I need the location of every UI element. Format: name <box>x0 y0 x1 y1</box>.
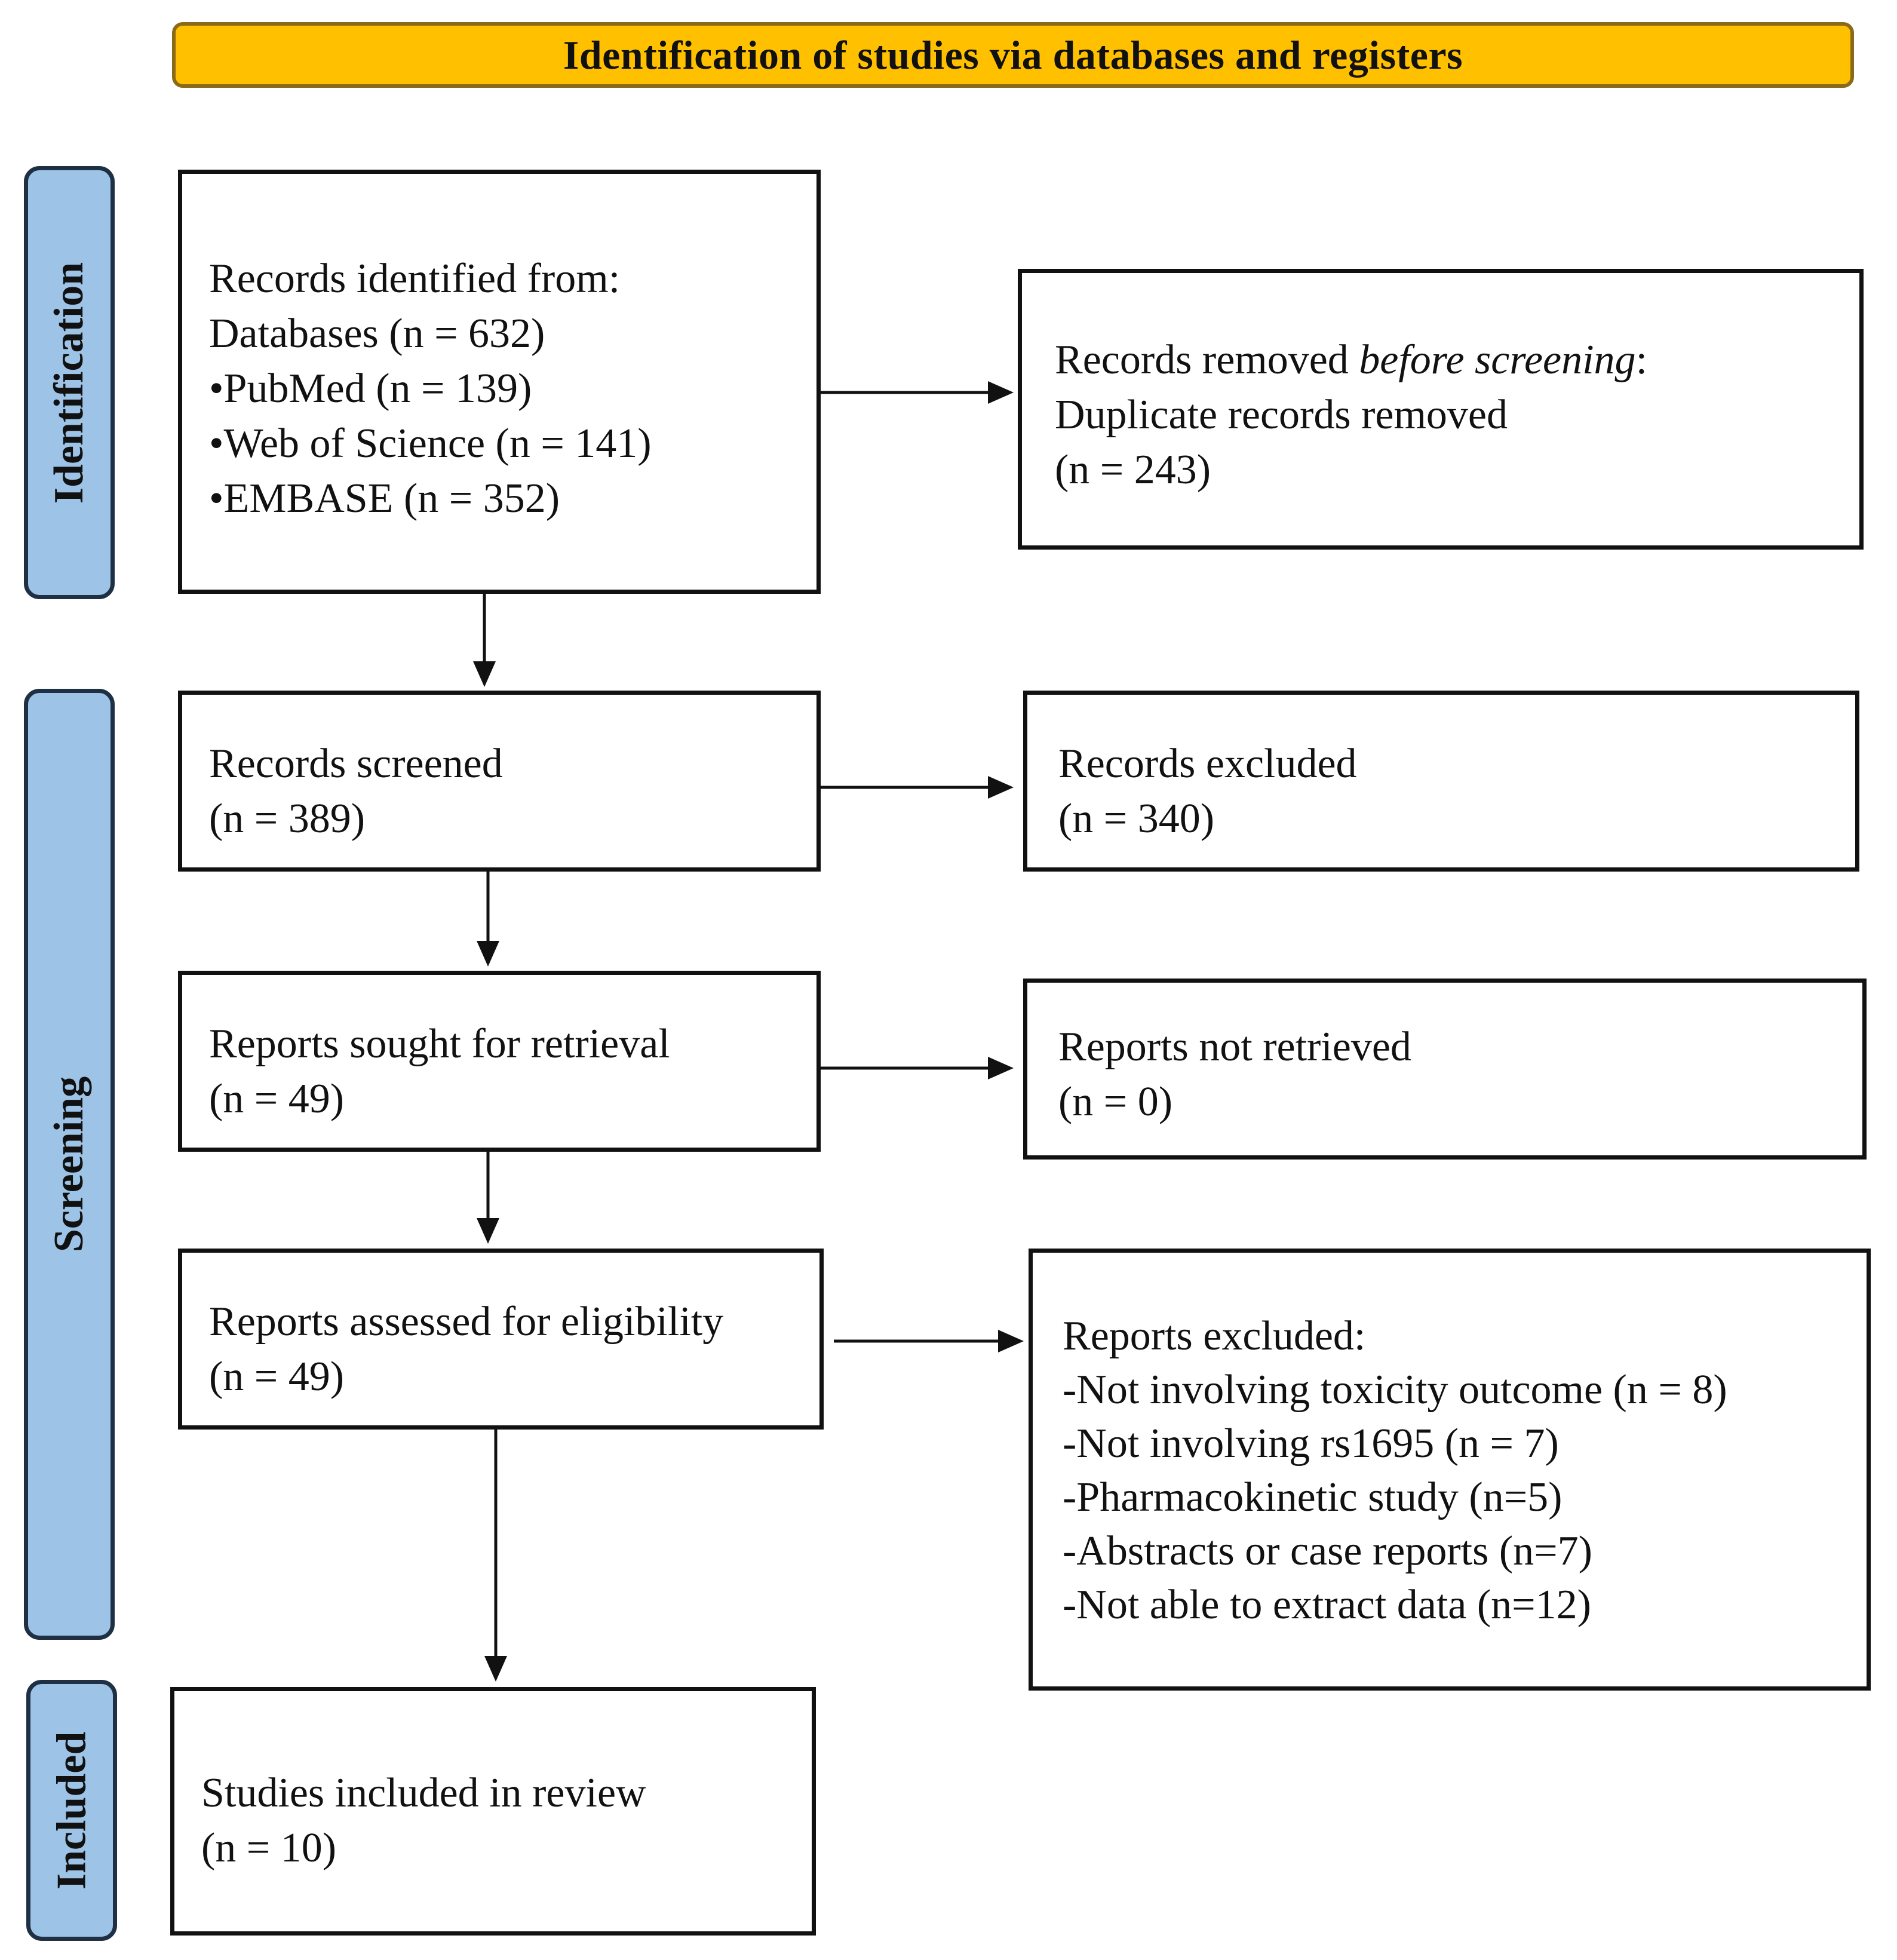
records-excluded-line-2: (n = 340) <box>1058 796 1215 842</box>
reports-assessed-line-1: Reports assessed for eligibility <box>209 1299 724 1345</box>
records-identified-line-1: Records identified from: <box>209 256 621 302</box>
records-identified-line-4: •Web of Science (n = 141) <box>209 421 652 467</box>
records-removed-italic: before screening <box>1359 337 1636 383</box>
phase-identification: Identification <box>24 166 115 599</box>
records-identified-line-5: •EMBASE (n = 352) <box>209 476 560 522</box>
studies-included-line-1: Studies included in review <box>201 1770 646 1816</box>
records-identified-line-2: Databases (n = 632) <box>209 311 545 357</box>
phase-screening-label: Screening <box>46 1076 93 1253</box>
reports-not-retrieved-box: Reports not retrieved (n = 0) <box>1023 979 1867 1160</box>
reports-assessed-box: Reports assessed for eligibility (n = 49… <box>178 1249 824 1430</box>
arrowhead-identified-to-screened <box>473 661 496 687</box>
records-removed-line-1: Records removed before screening: <box>1055 333 1859 388</box>
reports-excluded-line-4: -Pharmacokinetic study (n=5) <box>1063 1474 1563 1520</box>
records-excluded-box: Records excluded (n = 340) <box>1023 691 1859 872</box>
arrowhead-sought-to-not-retrieved <box>988 1057 1014 1079</box>
reports-excluded-line-3: -Not involving rs1695 (n = 7) <box>1063 1421 1559 1467</box>
reports-assessed-line-2: (n = 49) <box>209 1354 345 1400</box>
studies-included-line-2: (n = 10) <box>201 1825 337 1871</box>
reports-sought-line-2: (n = 49) <box>209 1076 345 1122</box>
reports-excluded-line-6: -Not able to extract data (n=12) <box>1063 1582 1591 1628</box>
records-screened-line-1: Records screened <box>209 741 503 787</box>
reports-sought-line-1: Reports sought for retrieval <box>209 1021 670 1067</box>
arrowhead-sought-to-assessed <box>477 1218 499 1244</box>
phase-screening: Screening <box>24 689 115 1640</box>
reports-excluded-line-2: -Not involving toxicity outcome (n = 8) <box>1063 1367 1727 1413</box>
reports-excluded-line-1: Reports excluded: <box>1063 1313 1366 1359</box>
records-removed-prefix: Records removed <box>1055 337 1359 383</box>
reports-excluded-line-5: -Abstracts or case reports (n=7) <box>1063 1528 1592 1574</box>
records-excluded-line-1: Records excluded <box>1058 741 1357 787</box>
reports-sought-box: Reports sought for retrieval (n = 49) <box>178 971 821 1152</box>
records-removed-box: Records removed before screening: Duplic… <box>1018 269 1864 550</box>
reports-not-retrieved-line-1: Reports not retrieved <box>1058 1024 1411 1070</box>
reports-excluded-box: Reports excluded: -Not involving toxicit… <box>1029 1249 1871 1691</box>
phase-included: Included <box>26 1680 117 1941</box>
records-identified-box: Records identified from: Databases (n = … <box>178 170 821 594</box>
phase-included-label: Included <box>48 1731 94 1890</box>
arrowhead-identified-to-removed <box>988 381 1014 404</box>
records-removed-suffix: : <box>1635 337 1648 383</box>
arrowhead-screened-to-excluded <box>988 776 1014 799</box>
records-identified-line-3: •PubMed (n = 139) <box>209 366 532 412</box>
header-title: Identification of studies via databases … <box>563 32 1463 78</box>
records-screened-box: Records screened (n = 389) <box>178 691 821 872</box>
records-removed-line-2: Duplicate records removed <box>1055 392 1508 438</box>
phase-identification-label: Identification <box>46 262 93 504</box>
arrowhead-screened-to-sought <box>477 941 499 967</box>
header-banner: Identification of studies via databases … <box>172 22 1854 88</box>
arrowhead-assessed-to-excluded <box>998 1330 1024 1352</box>
studies-included-box: Studies included in review (n = 10) <box>170 1687 816 1936</box>
arrowhead-assessed-to-included <box>484 1656 507 1682</box>
records-removed-line-3: (n = 243) <box>1055 447 1211 493</box>
reports-not-retrieved-line-2: (n = 0) <box>1058 1079 1173 1125</box>
records-screened-line-2: (n = 389) <box>209 796 366 842</box>
